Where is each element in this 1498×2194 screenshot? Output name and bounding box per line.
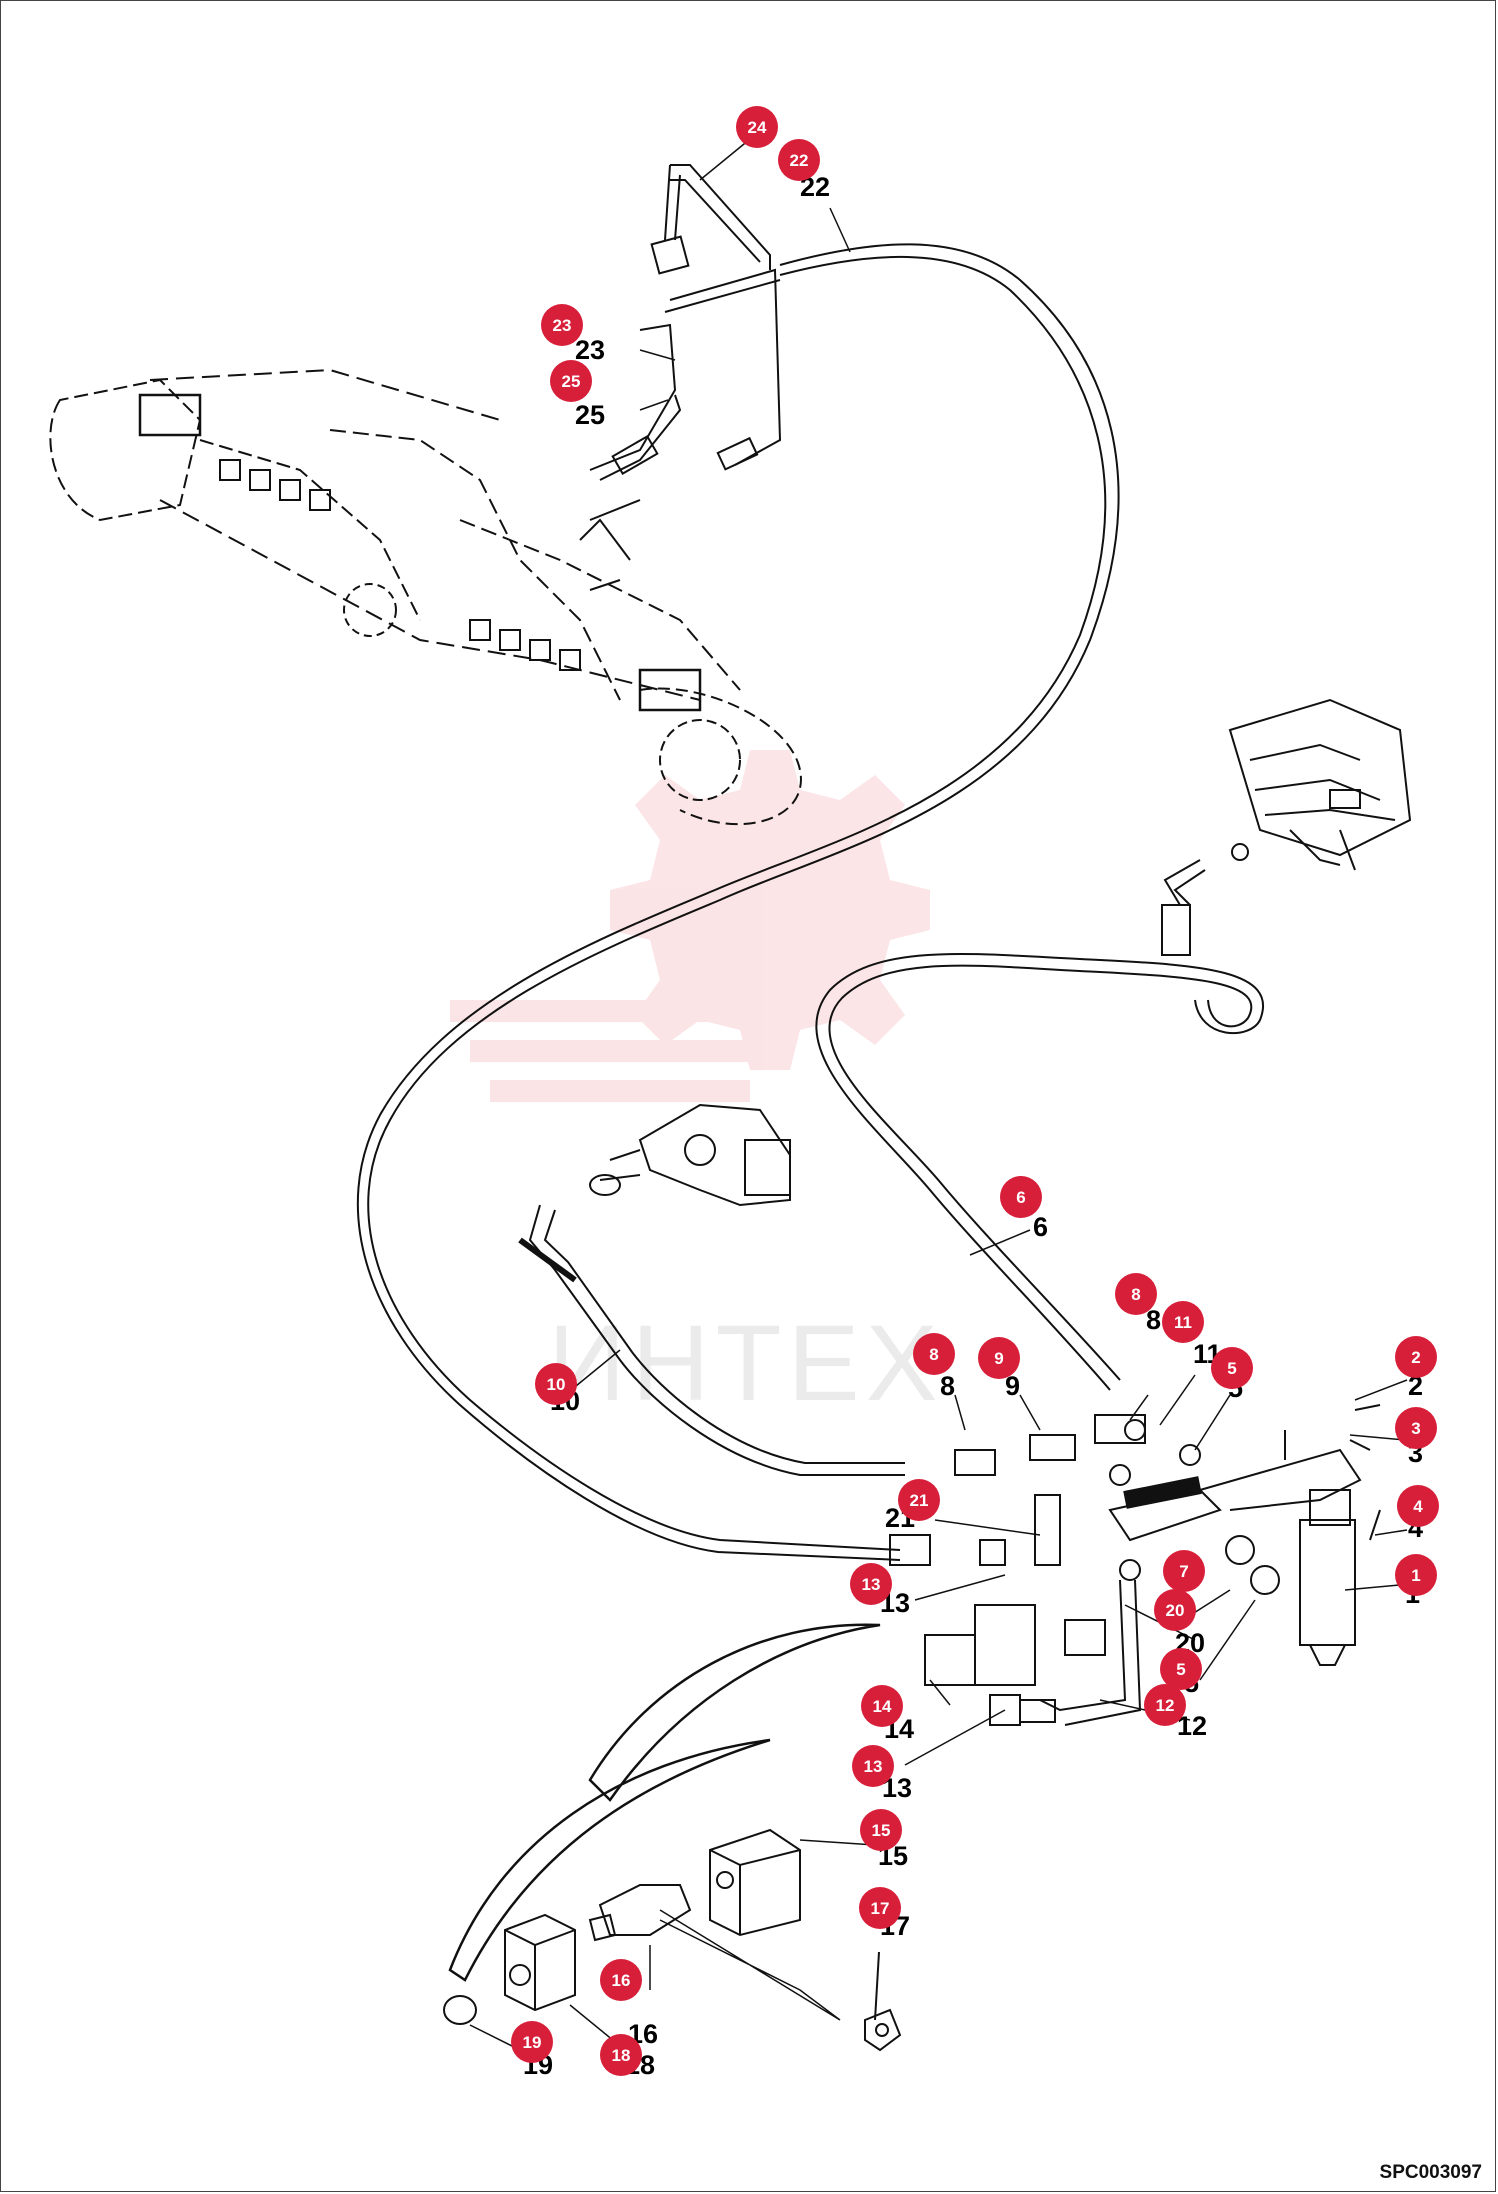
callouts: 24 22 23 25 6 8 11 5 2 3 4 1 10 8 9 21 1… — [511, 106, 1439, 2076]
svg-text:4: 4 — [1413, 1497, 1423, 1516]
label-2: 2 — [1408, 1371, 1423, 1401]
callout-2: 2 — [1395, 1336, 1437, 1378]
label-8a: 8 — [1146, 1305, 1161, 1335]
svg-text:16: 16 — [612, 1971, 631, 1990]
document-code: SPC003097 — [1379, 2162, 1482, 2183]
svg-text:6: 6 — [1016, 1188, 1025, 1207]
callout-7: 7 — [1163, 1550, 1205, 1592]
svg-text:15: 15 — [872, 1821, 891, 1840]
control-valve-bank — [1228, 698, 1412, 871]
hose-22 — [356, 243, 1120, 1561]
callout-14: 14 — [861, 1685, 903, 1727]
callout-20: 20 — [1154, 1589, 1196, 1631]
callout-23: 23 — [541, 304, 583, 346]
svg-text:22: 22 — [790, 151, 809, 170]
callout-1: 1 — [1395, 1554, 1437, 1596]
hydraulic-motor — [589, 1103, 791, 1207]
svg-text:25: 25 — [562, 372, 581, 391]
callout-13b: 13 — [852, 1745, 894, 1787]
svg-text:8: 8 — [929, 1345, 938, 1364]
watermark-text: ИНТЕХ — [548, 1302, 944, 1423]
svg-text:17: 17 — [871, 1899, 890, 1918]
callout-21: 21 — [898, 1479, 940, 1521]
callout-24: 24 — [736, 106, 778, 148]
svg-text:21: 21 — [910, 1491, 929, 1510]
label-6: 6 — [1033, 1212, 1048, 1242]
svg-text:13: 13 — [862, 1575, 881, 1594]
svg-text:19: 19 — [523, 2033, 542, 2052]
svg-text:3: 3 — [1411, 1419, 1420, 1438]
svg-text:10: 10 — [547, 1375, 566, 1394]
svg-text:20: 20 — [1166, 1601, 1185, 1620]
svg-text:13: 13 — [864, 1757, 883, 1776]
callout-12: 12 — [1144, 1684, 1186, 1726]
svg-text:8: 8 — [1131, 1285, 1140, 1304]
svg-text:5: 5 — [1176, 1660, 1185, 1679]
svg-text:12: 12 — [1156, 1696, 1175, 1715]
hose-6 — [815, 843, 1264, 1391]
svg-text:14: 14 — [873, 1697, 892, 1716]
label-9: 9 — [1005, 1371, 1020, 1401]
callout-11: 11 — [1162, 1301, 1204, 1343]
svg-text:11: 11 — [1174, 1313, 1192, 1332]
callout-5a: 5 — [1211, 1347, 1253, 1389]
lower-components — [443, 1623, 902, 2052]
label-23: 23 — [575, 335, 605, 365]
pedal-and-brake-valve — [1108, 1404, 1381, 1666]
callout-25: 25 — [550, 360, 592, 402]
leader-lines — [469, 134, 1408, 2051]
plain-labels: 22 23 25 6 8 11 5 2 3 4 1 10 8 9 21 13 7… — [523, 172, 1423, 2080]
svg-text:9: 9 — [994, 1349, 1003, 1368]
callout-3: 3 — [1395, 1407, 1437, 1449]
fittings-cluster — [889, 1414, 1146, 1726]
svg-text:23: 23 — [553, 316, 572, 335]
callout-17: 17 — [859, 1887, 901, 1929]
callout-18: 18 — [600, 2034, 642, 2076]
axle-assembly — [49, 368, 802, 825]
callout-13a: 13 — [850, 1563, 892, 1605]
callout-9: 9 — [978, 1337, 1020, 1379]
svg-text:18: 18 — [612, 2046, 631, 2065]
hose-10 — [518, 1204, 905, 1476]
svg-text:24: 24 — [748, 118, 767, 137]
callout-10: 10 — [535, 1363, 577, 1405]
label-25: 25 — [575, 400, 605, 430]
callout-8b: 8 — [913, 1333, 955, 1375]
rigid-brake-lines — [589, 164, 782, 521]
callout-8a: 8 — [1115, 1273, 1157, 1315]
callout-16: 16 — [600, 1959, 642, 2001]
svg-text:2: 2 — [1411, 1348, 1420, 1367]
svg-text:7: 7 — [1179, 1562, 1188, 1581]
callout-5b: 5 — [1160, 1648, 1202, 1690]
callout-22: 22 — [778, 139, 820, 181]
callout-19: 19 — [511, 2021, 553, 2063]
svg-text:5: 5 — [1227, 1359, 1236, 1378]
callout-6: 6 — [1000, 1176, 1042, 1218]
svg-text:1: 1 — [1411, 1566, 1420, 1585]
watermark-gear-logo — [450, 750, 930, 1102]
callout-4: 4 — [1397, 1485, 1439, 1527]
callout-15: 15 — [860, 1809, 902, 1851]
label-8b: 8 — [940, 1371, 955, 1401]
